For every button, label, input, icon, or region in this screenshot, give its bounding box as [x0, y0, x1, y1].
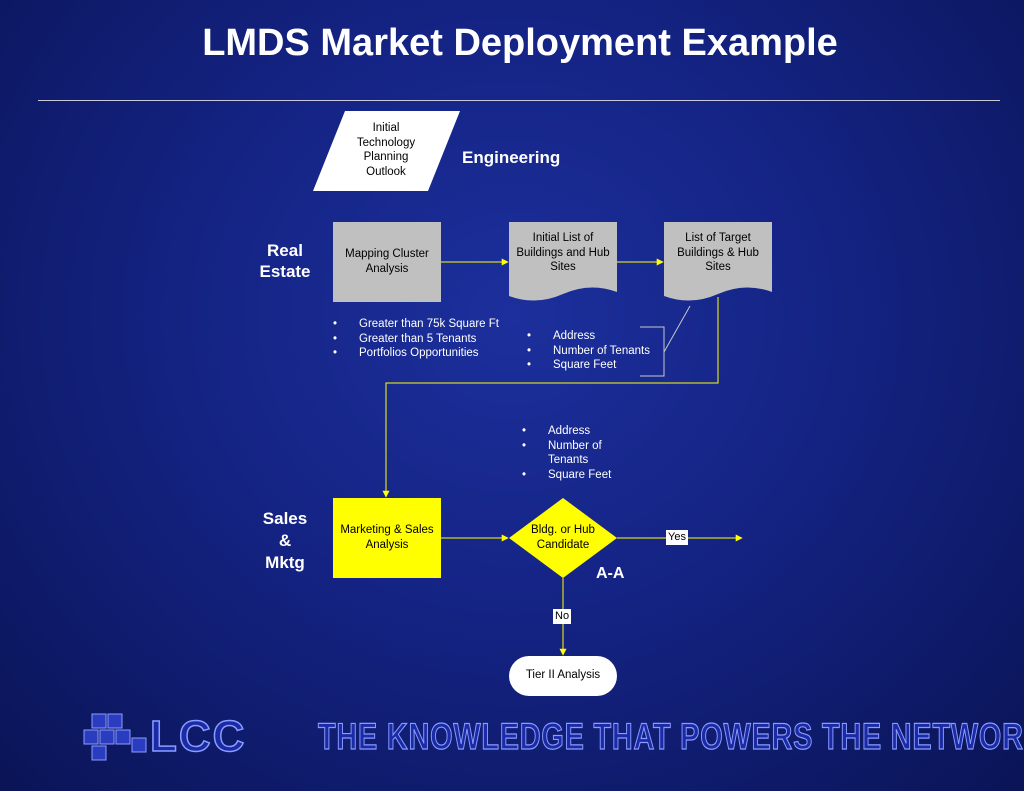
initial-tech-line-2: Technology — [356, 136, 416, 149]
fields-callout-line — [663, 305, 691, 353]
tier2-node — [509, 656, 617, 696]
initial-tech-line-3: Planning — [363, 151, 409, 163]
decision-field-item-continued: Tenants — [548, 454, 589, 466]
initial-tech-node — [313, 111, 460, 191]
initial-list-line-3: Sites — [550, 261, 576, 273]
decision-label: Bldg. or Hub Candidate — [509, 523, 617, 552]
initial-tech-label: Initial Technology Planning Outlook — [340, 121, 432, 179]
lane-real-estate-line-1: Real — [267, 241, 303, 260]
target-field-item: Number of Tenants — [527, 344, 650, 359]
decision-node — [509, 498, 617, 578]
initial-list-label: Initial List of Buildings and Hub Sites — [509, 231, 617, 275]
mapping-cluster-node — [333, 222, 441, 302]
marketing-sales-node — [333, 498, 441, 578]
footer-tagline: THE KNOWLEDGE THAT POWERS THE NETWORK — [318, 715, 1024, 757]
criteria-item: Greater than 75k Square Ft — [333, 317, 499, 332]
tier2-label: Tier II Analysis — [525, 669, 601, 681]
target-list-line-1: List of Target — [685, 232, 751, 244]
mapping-cluster-line-1: Mapping Cluster — [345, 248, 429, 260]
lcc-logo-mark — [83, 713, 147, 761]
yes-label: Yes — [666, 530, 688, 545]
criteria-item: Portfolios Opportunities — [333, 346, 499, 361]
no-label: No — [553, 609, 572, 624]
lane-sales-line-2: & — [278, 531, 292, 550]
initial-list-line-2: Buildings and Hub — [516, 246, 610, 259]
criteria-list: Greater than 75k Square Ft Greater than … — [333, 317, 499, 361]
marketing-sales-line-1: Marketing & Sales — [340, 524, 434, 536]
lcc-logo-text: LCC — [149, 711, 247, 762]
decision-line-2: Candidate — [536, 538, 590, 551]
connector-aa-label: A-A — [596, 565, 625, 582]
decision-fields-list: Address Number of Tenants Square Feet — [522, 424, 611, 482]
marketing-sales-line-2: Analysis — [365, 538, 409, 551]
decision-field-item: Square Feet — [522, 468, 611, 483]
lane-real-estate-line-2: Estate — [259, 262, 311, 281]
slide-title: LMDS Market Deployment Example — [202, 22, 838, 64]
decision-line-1: Bldg. or Hub — [531, 524, 595, 536]
mapping-cluster-label: Mapping Cluster Analysis — [333, 247, 441, 276]
edge-target-to-marketing — [382, 297, 719, 498]
target-field-item: Address — [527, 329, 650, 344]
initial-list-node — [509, 222, 617, 301]
decision-field-item: Address — [522, 424, 611, 439]
lane-real-estate: Real Estate — [250, 240, 320, 282]
target-list-line-3: Sites — [705, 261, 731, 273]
lane-sales-line-1: Sales — [262, 509, 308, 528]
target-list-label: List of Target Buildings & Hub Sites — [664, 231, 772, 275]
target-list-line-2: Buildings & Hub — [677, 246, 759, 259]
initial-tech-line-1: Initial — [372, 122, 400, 134]
target-list-node — [664, 222, 772, 301]
target-fields-list: Address Number of Tenants Square Feet — [527, 329, 650, 373]
lane-engineering: Engineering — [462, 148, 561, 167]
title-divider — [38, 100, 1000, 101]
mapping-cluster-line-2: Analysis — [365, 262, 409, 275]
target-field-item: Square Feet — [527, 358, 650, 373]
initial-list-line-1: Initial List of — [532, 232, 594, 244]
lane-sales: Sales & Mktg — [250, 508, 320, 574]
decision-field-item: Number of — [522, 439, 611, 454]
lane-sales-line-3: Mktg — [265, 553, 305, 572]
initial-tech-line-4: Outlook — [366, 165, 406, 178]
criteria-item: Greater than 5 Tenants — [333, 332, 499, 347]
marketing-sales-label: Marketing & Sales Analysis — [333, 523, 441, 552]
